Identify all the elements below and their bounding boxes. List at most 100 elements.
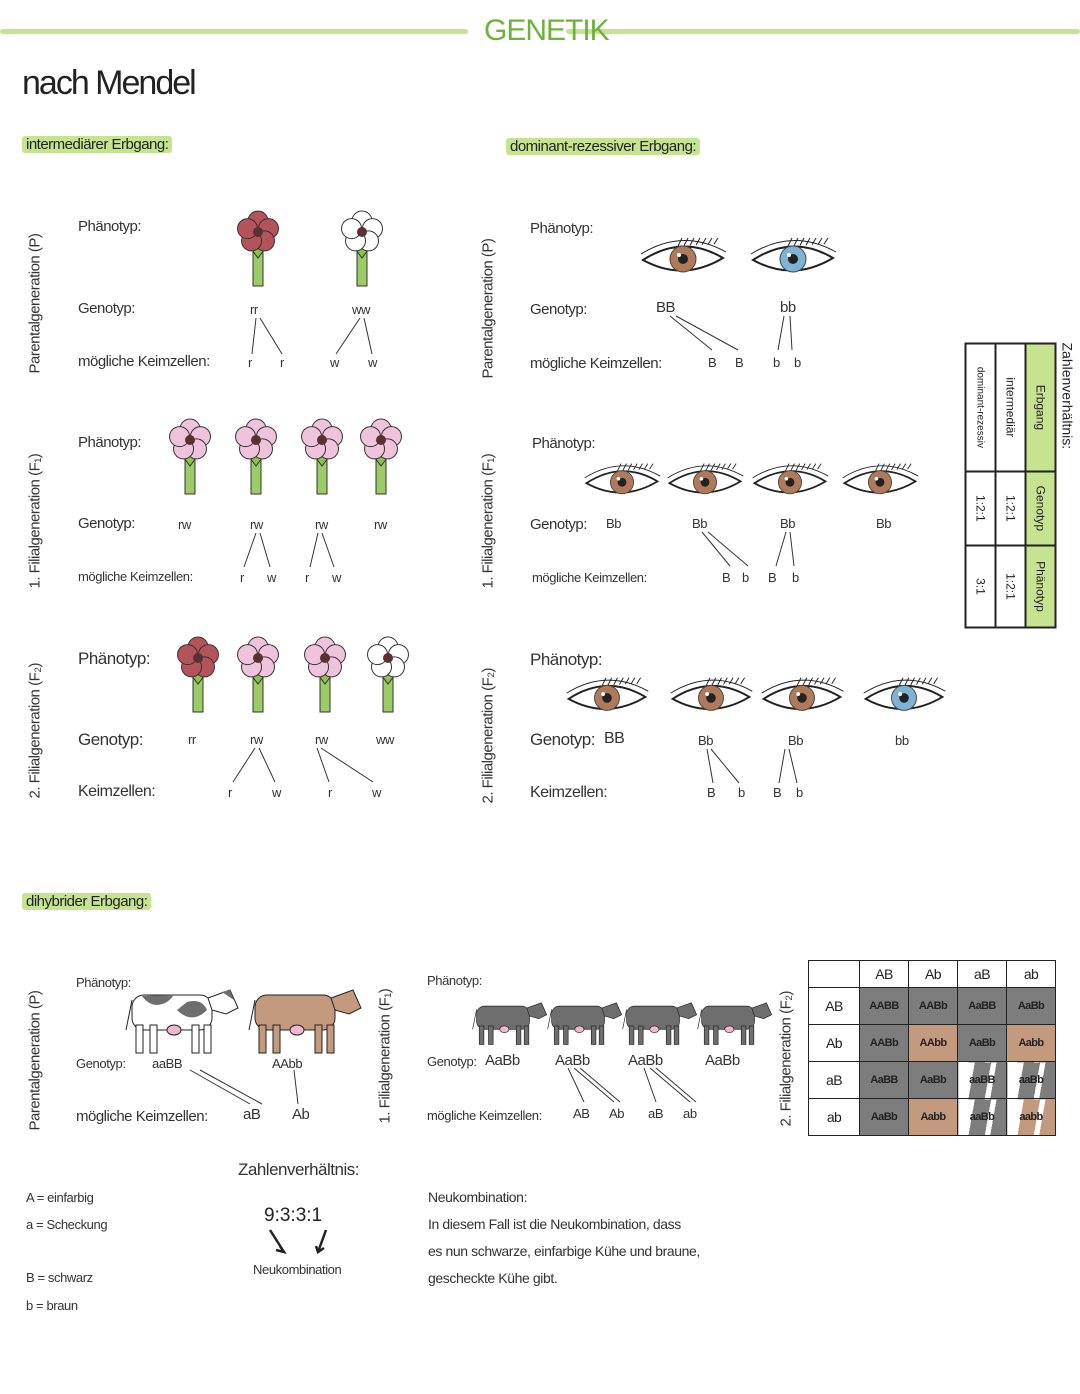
gamete: B xyxy=(768,570,777,585)
gamete: b xyxy=(773,355,780,370)
genotype: AAbb xyxy=(272,1056,303,1071)
gamete: w xyxy=(368,355,377,370)
recombination-text: es nun schwarze, einfarbige Kühe und bra… xyxy=(428,1243,700,1259)
brown-eye-icon xyxy=(670,677,753,711)
label-f2: 2. Filialgeneration (F₂) xyxy=(26,662,44,799)
column-header: ab xyxy=(1006,960,1056,988)
phenotype-label: Phänotyp: xyxy=(532,435,596,452)
label-f1: 1. Filialgeneration (F₁) xyxy=(376,988,394,1124)
brown-eye-icon xyxy=(667,463,744,495)
genotype: rw xyxy=(315,732,328,747)
genotype: AaBb xyxy=(485,1052,520,1069)
ratio-table-header: Erbgang Genotyp Phänotyp xyxy=(1025,343,1056,628)
legend-item: B = schwarz xyxy=(26,1270,93,1285)
header-cell: Genotyp xyxy=(1025,471,1056,546)
dominant-heading: dominant-rezessiver Erbgang: xyxy=(506,138,701,155)
genotype-label: Genotyp: xyxy=(78,730,144,749)
black-cow-icon xyxy=(622,1002,698,1045)
gamete: w xyxy=(267,570,276,585)
corner-cell xyxy=(808,960,860,988)
gamete: B xyxy=(735,355,744,370)
dihybrid-heading: dihybrider Erbgang: xyxy=(22,893,152,910)
gamete: B xyxy=(708,355,717,370)
legend-item: A = einfarbig xyxy=(26,1190,94,1205)
genotype: bb xyxy=(780,299,796,316)
gametes-label: mögliche Keimzellen: xyxy=(532,570,647,585)
gamete: w xyxy=(332,570,341,585)
genotype-label: Genotyp: xyxy=(530,301,587,318)
punnett-square: AB Ab aB ab AB AABB AABb AaBB AaBb Ab AA… xyxy=(808,960,1056,1136)
recombination-text: In diesem Fall ist die Neukombination, d… xyxy=(428,1216,681,1232)
brown-eye-icon xyxy=(640,237,727,273)
gametes-label: mögliche Keimzellen: xyxy=(427,1108,542,1123)
pink-flower-icon xyxy=(169,418,211,495)
gametes-label: mögliche Keimzellen: xyxy=(78,353,210,370)
legend-item: a = Scheckung xyxy=(26,1217,108,1232)
red-flower-icon xyxy=(237,210,279,287)
punnett-cell: AaBb xyxy=(957,1024,1007,1062)
gamete: AB xyxy=(573,1106,590,1121)
genotype-label: Genotyp: xyxy=(427,1054,477,1069)
recombination-title: Neukombination: xyxy=(428,1189,528,1205)
genotype-label: Genotyp: xyxy=(76,1056,126,1071)
page-title: GENETIK xyxy=(484,14,610,47)
punnett-row: ab AaBb Aabb aaBb aabb xyxy=(808,1098,1056,1136)
table-cell: 3:1 xyxy=(965,545,996,628)
genotype: Bb xyxy=(692,516,708,531)
label-f1: 1. Filialgeneration (F₁) xyxy=(26,453,44,589)
punnett-cell: AABB xyxy=(859,987,909,1025)
gamete: b xyxy=(794,355,801,370)
pink-flower-icon xyxy=(301,418,343,495)
table-row: intermediär 1:2:1 1:2:1 xyxy=(995,343,1026,628)
punnett-row: AB AABB AABb AaBB AaBb xyxy=(808,987,1056,1025)
genotype: BB xyxy=(604,730,625,747)
punnett-cell: AaBb xyxy=(1006,987,1056,1025)
genotype: rw xyxy=(178,517,191,532)
genotype: AaBb xyxy=(555,1052,590,1069)
ratio-title: Zahlenverhältnis: xyxy=(238,1160,359,1179)
table-cell: intermediär xyxy=(995,343,1026,472)
table-cell: 1:2:1 xyxy=(995,471,1026,546)
gamete: r xyxy=(248,355,252,370)
gamete: w xyxy=(330,355,339,370)
punnett-cell: aaBb xyxy=(957,1098,1007,1136)
white-flower-icon xyxy=(367,636,409,713)
gamete: r xyxy=(305,570,309,585)
black-cow-icon xyxy=(697,1002,773,1045)
table-cell: dominant-rezessiv xyxy=(965,343,996,472)
gamete-lines xyxy=(567,1067,697,1103)
ratio-note: Neukombination xyxy=(253,1262,342,1277)
recombination-text: gescheckte Kühe gibt. xyxy=(428,1270,558,1286)
gametes-label: mögliche Keimzellen: xyxy=(76,1108,208,1125)
gamete: b xyxy=(742,570,749,585)
label-f1: 1. Filialgeneration (F₁) xyxy=(479,453,497,589)
punnett-cell: AaBb xyxy=(859,1098,909,1136)
gamete: r xyxy=(228,785,232,800)
punnett-cell: Aabb xyxy=(908,1098,958,1136)
gamete-lines xyxy=(189,1069,299,1105)
gamete: Ab xyxy=(609,1106,625,1121)
phenotype-label: Phänotyp: xyxy=(530,220,594,237)
brown-eye-icon xyxy=(761,677,844,711)
gamete: r xyxy=(240,570,244,585)
genotype: bb xyxy=(895,733,909,748)
genotype: rw xyxy=(250,732,263,747)
brown-eye-icon xyxy=(584,463,661,495)
gamete: B xyxy=(773,785,782,800)
black-cow-icon xyxy=(547,1002,623,1045)
genotype: aaBB xyxy=(152,1056,183,1071)
punnett-row: Ab AABb AAbb AaBb Aabb xyxy=(808,1024,1056,1062)
blue-eye-icon xyxy=(750,237,837,273)
pink-flower-icon xyxy=(304,636,346,713)
gamete-lines xyxy=(669,315,793,351)
phenotype-label: Phänotyp: xyxy=(78,218,142,235)
ratio-table: Erbgang Genotyp Phänotyp intermediär 1:2… xyxy=(965,343,1057,629)
genotype-label: Genotyp: xyxy=(530,516,587,533)
punnett-cell: AABb xyxy=(859,1024,909,1062)
genotype: rr xyxy=(250,302,258,317)
header-rule-right xyxy=(566,29,1080,34)
ratio-table-title: Zahlenverhältnis: xyxy=(1059,342,1076,450)
intermediate-heading: intermediärer Erbgang: xyxy=(22,136,173,153)
genotype: ww xyxy=(352,302,370,317)
punnett-header-row: AB Ab aB ab xyxy=(808,960,1056,988)
